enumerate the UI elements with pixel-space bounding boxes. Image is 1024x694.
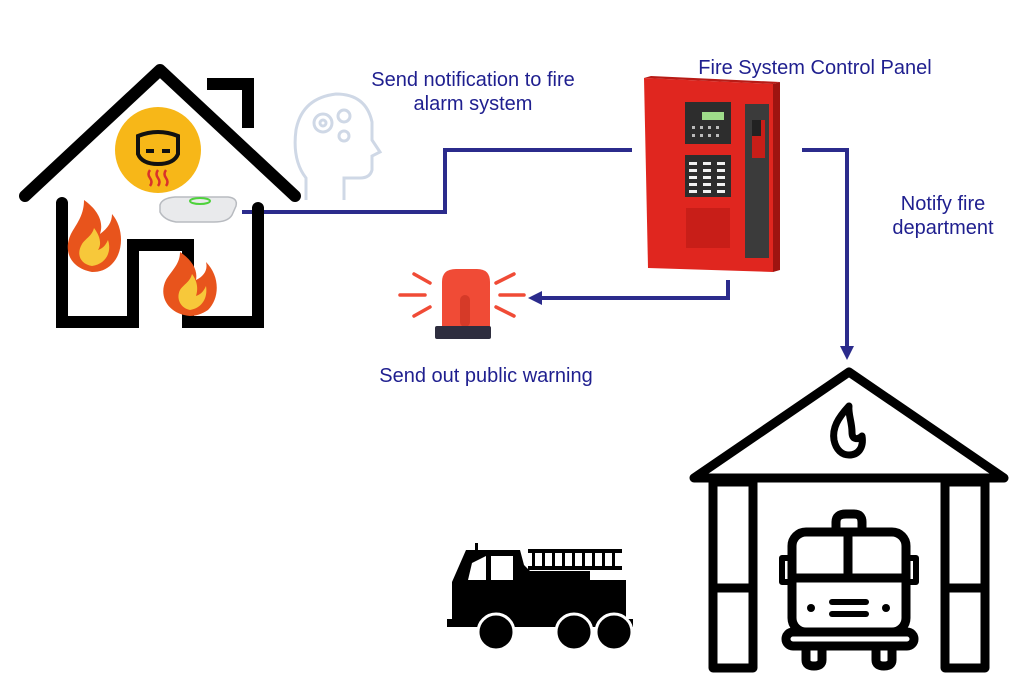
wireless-gateway-icon — [159, 196, 238, 223]
label-send-notification-line1: Send notification to fire — [371, 69, 575, 91]
fire-control-panel-icon — [644, 76, 780, 272]
smoke-detector-icon — [115, 107, 201, 193]
label-control-panel: Fire System Control Panel — [698, 57, 932, 79]
label-send-notification: Send notification to fire alarm system — [350, 68, 596, 116]
fire-truck-icon — [447, 543, 634, 652]
alarm-siren-icon — [398, 269, 526, 339]
flame-icon — [67, 200, 121, 272]
connector-house-to-panel — [242, 148, 632, 214]
brain-gears-icon — [293, 92, 383, 200]
label-notify-line1: Notify fire — [900, 193, 986, 215]
connector-panel-to-siren — [540, 280, 730, 300]
label-notify-fire-dept: Notify fire department — [880, 192, 1006, 240]
headlight-right — [882, 604, 890, 612]
burning-house-icon — [19, 64, 301, 328]
connectors — [242, 148, 849, 350]
fire-station-icon — [689, 367, 1009, 673]
arrowhead-station — [840, 346, 854, 360]
label-notify-line2: department — [892, 217, 994, 239]
label-public-warning: Send out public warning — [379, 365, 593, 387]
label-send-notification-line2: alarm system — [413, 93, 533, 115]
arrowhead-siren — [528, 291, 542, 305]
connector-panel-to-station — [802, 148, 849, 350]
flame-icon — [163, 252, 217, 316]
headlight-left — [807, 604, 815, 612]
